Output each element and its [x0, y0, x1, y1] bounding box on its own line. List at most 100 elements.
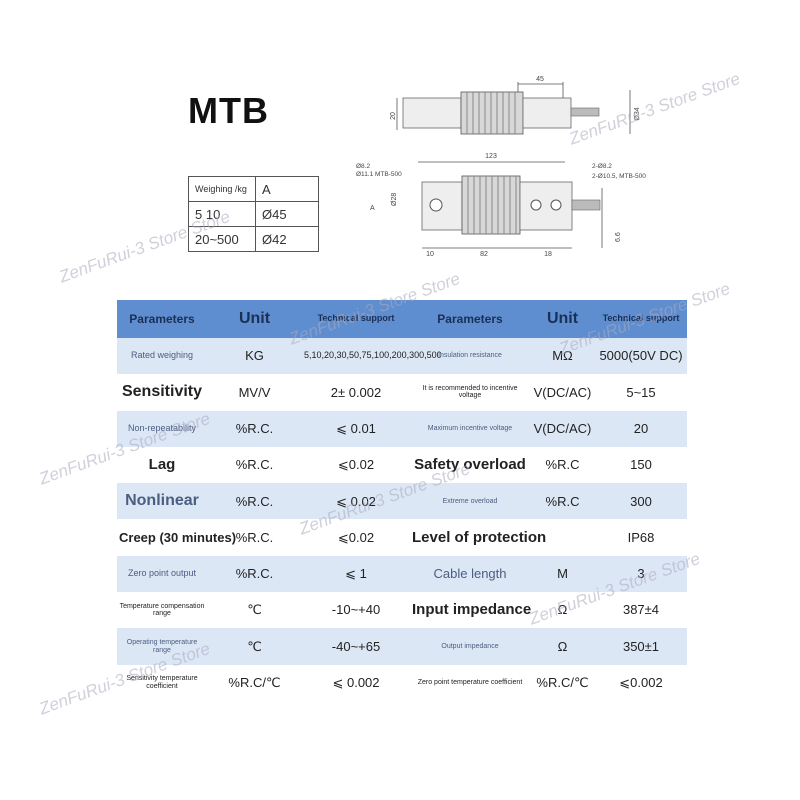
dim-A: A	[370, 205, 375, 212]
dimension-cell: Ø45	[255, 201, 319, 227]
bellows-top	[460, 91, 524, 135]
table-row: 20~500 Ø42	[188, 226, 319, 252]
unit-cell: Ω	[530, 592, 595, 629]
parameter-name: Rated weighing	[117, 338, 207, 375]
table-row: Lag %R.C. ⩽0.02 Safety overload %R.C 150	[117, 446, 687, 484]
unit-cell: %R.C.	[207, 519, 302, 556]
parameter-name: Output impedance	[410, 628, 530, 665]
parameter-name: Safety overload	[410, 446, 530, 484]
dim-hole-right-1: 2-Ø8.2	[592, 163, 612, 170]
parameter-name: Zero point output	[117, 555, 207, 593]
parameter-name: Operating temperature range	[117, 628, 207, 665]
dim-10: 10	[426, 251, 434, 258]
value-cell: 387±4	[595, 592, 687, 629]
parameter-name: Extreme overload	[410, 483, 530, 520]
dim-20: 20	[390, 112, 397, 120]
unit-cell: %R.C.	[207, 555, 302, 593]
unit-cell: M	[530, 555, 595, 593]
dimension-cell: Ø42	[255, 226, 319, 252]
parameter-name: Non-repeatability	[117, 410, 207, 447]
unit-cell: %R.C.	[207, 446, 302, 484]
side-view-drawing: 45 20 Ø34	[390, 76, 641, 135]
dimension-header: A	[255, 176, 319, 202]
unit-cell: MΩ	[530, 338, 595, 375]
parameter-name: Insulation resistance	[410, 338, 530, 375]
table-row: Non-repeatability %R.C. ⩽ 0.01 Maximum i…	[117, 410, 687, 447]
value-cell: ⩽0.02	[302, 446, 410, 484]
value-cell: 150	[595, 446, 687, 484]
dim-hole-left-1: Ø8.2	[356, 163, 370, 170]
value-cell: IP68	[595, 519, 687, 556]
table-header-row: Parameters Unit Technical support Parame…	[117, 300, 687, 338]
unit-cell: %R.C	[530, 483, 595, 520]
table-row: Temperature compensation range ℃ -10~+40…	[117, 592, 687, 629]
value-cell: 3	[595, 555, 687, 593]
bellows-front	[461, 175, 521, 235]
value-cell: 300	[595, 483, 687, 520]
weighing-cell: 5 10	[188, 201, 256, 227]
value-cell: -10~+40	[302, 592, 410, 629]
dim-45: 45	[536, 76, 544, 83]
table-row: Rated weighing KG 5,10,20,30,50,75,100,2…	[117, 338, 687, 375]
parameter-name: Input impedance	[410, 592, 531, 629]
front-view-drawing: 123 Ø8.2 Ø11.1 MTB-500 2-Ø8.2 2-Ø10.5, M…	[356, 153, 646, 258]
parameter-name: Level of protection	[410, 519, 546, 556]
header-parameters: Parameters	[117, 300, 207, 338]
table-row: Zero point output %R.C. ⩽ 1 Cable length…	[117, 555, 687, 593]
table-row: Weighing /kg A	[188, 176, 319, 202]
value-cell: -40~+65	[302, 628, 410, 665]
weighing-header: Weighing /kg	[188, 176, 256, 202]
parameter-name: Sensitivity	[117, 374, 207, 411]
parameter-name: Nonlinear	[117, 483, 207, 520]
value-cell: 5,10,20,30,50,75,100,200,300,500	[302, 338, 442, 375]
dim-6-6: 6.6	[615, 232, 622, 242]
specification-table: Parameters Unit Technical support Parame…	[117, 300, 687, 701]
header-technical-support: Technical support	[302, 300, 410, 338]
header-technical-support: Technical support	[595, 300, 687, 338]
table-row: Creep (30 minutes) %R.C. ⩽0.02 Level of …	[117, 519, 687, 556]
parameter-name: Creep (30 minutes)	[117, 519, 236, 556]
unit-cell: %R.C.	[207, 483, 302, 520]
value-cell: 350±1	[595, 628, 687, 665]
unit-cell	[530, 519, 595, 556]
unit-cell: %R.C/℃	[530, 664, 595, 701]
parameter-name: It is recommended to incentive voltage	[410, 374, 530, 411]
product-title: MTB	[188, 90, 269, 131]
unit-cell: %R.C.	[207, 410, 302, 447]
dim-hole-left-2: Ø11.1 MTB-500	[356, 171, 402, 178]
unit-cell: KG	[207, 338, 302, 375]
value-cell: 5000(50V DC)	[595, 338, 687, 375]
value-cell: ⩽ 0.02	[302, 483, 410, 520]
header-unit: Unit	[530, 300, 595, 338]
value-cell: ⩽0.002	[595, 664, 687, 701]
unit-cell: %R.C	[530, 446, 595, 484]
dim-123: 123	[485, 153, 497, 160]
parameter-name: Lag	[117, 446, 207, 484]
dim-hole-right-2: 2-Ø10.5, MTB-500	[592, 173, 646, 180]
parameter-name: Zero point temperature coefficient	[410, 664, 530, 701]
unit-cell: Ω	[530, 628, 595, 665]
table-row: Operating temperature range ℃ -40~+65 Ou…	[117, 628, 687, 665]
unit-cell: ℃	[207, 628, 302, 665]
unit-cell: %R.C/℃	[207, 664, 302, 701]
dim-28: Ø28	[391, 193, 398, 206]
value-cell: ⩽ 1	[302, 555, 410, 593]
value-cell: 20	[595, 410, 687, 447]
parameter-name: Temperature compensation range	[117, 592, 207, 629]
value-cell: ⩽ 0.002	[302, 664, 410, 701]
value-cell: 5~15	[595, 374, 687, 411]
parameter-name: Cable length	[410, 555, 530, 593]
table-row: Sensitivity MV/V 2± 0.002 It is recommen…	[117, 374, 687, 411]
parameter-name: Maximum incentive voltage	[410, 410, 530, 447]
weighing-dimension-table: Weighing /kg A 5 10 Ø45 20~500 Ø42	[188, 176, 319, 252]
value-cell: 2± 0.002	[302, 374, 410, 411]
unit-cell: V(DC/AC)	[530, 374, 595, 411]
dim-34: Ø34	[634, 107, 641, 120]
value-cell: ⩽ 0.01	[302, 410, 410, 447]
table-row: Sensitivity temperature coefficient %R.C…	[117, 664, 687, 701]
unit-cell: ℃	[207, 592, 302, 629]
dim-18: 18	[544, 251, 552, 258]
unit-cell: V(DC/AC)	[530, 410, 595, 447]
dim-82: 82	[480, 251, 488, 258]
header-parameters: Parameters	[410, 300, 530, 338]
